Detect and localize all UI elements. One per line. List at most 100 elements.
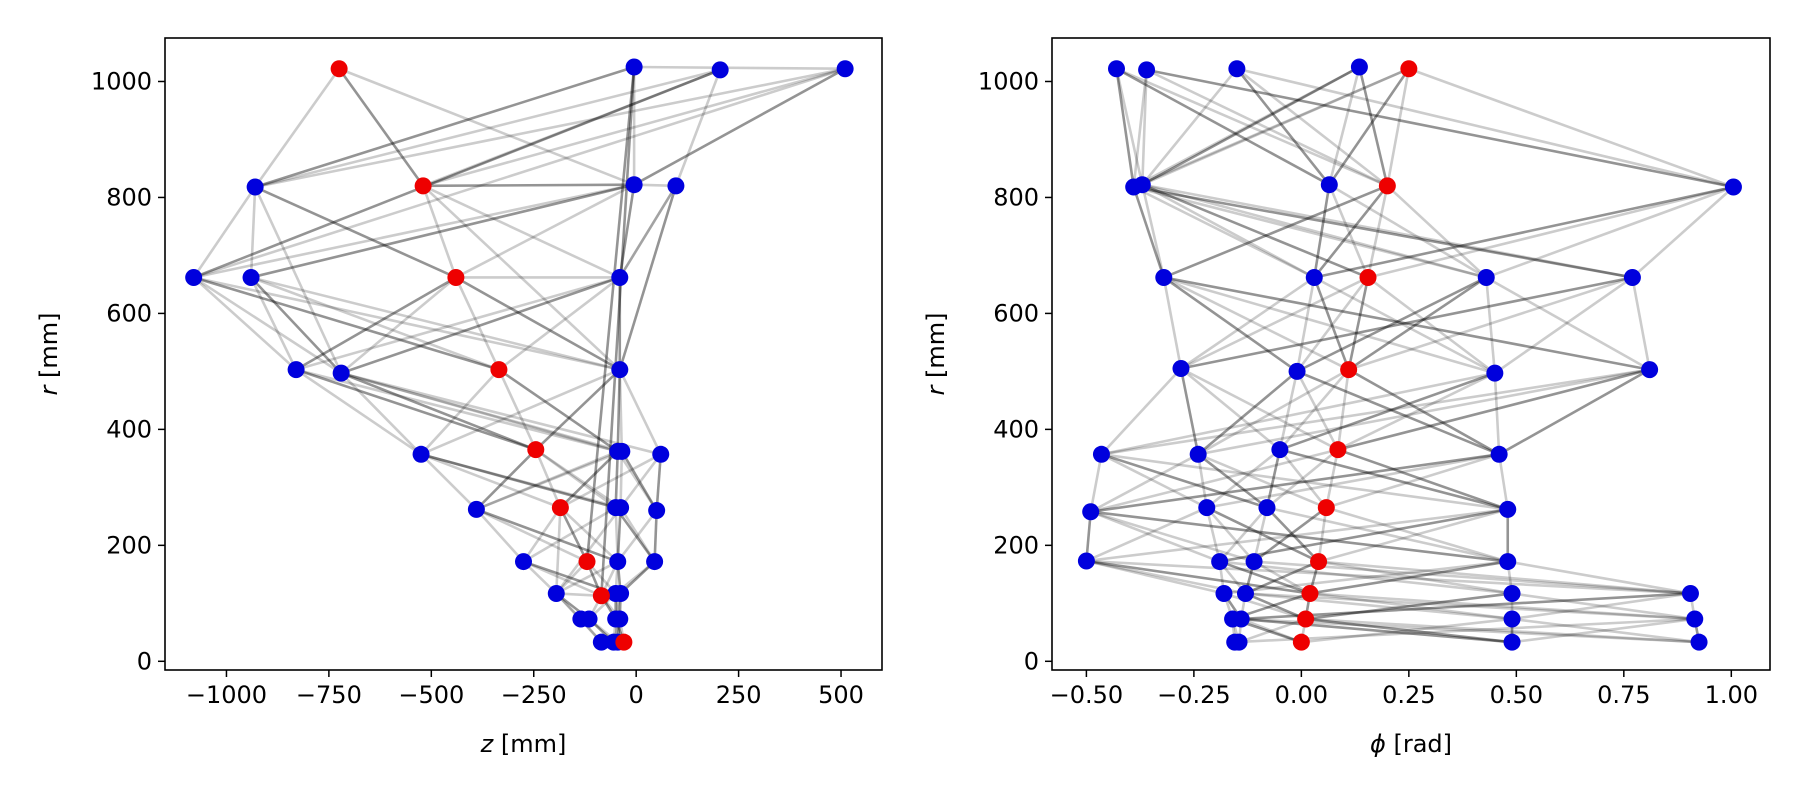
right-blue-point	[1198, 499, 1216, 517]
left-edge	[618, 184, 636, 278]
right-blue-point	[1092, 445, 1110, 463]
right-edge	[1325, 453, 1500, 509]
left-edge	[250, 276, 343, 375]
right-edge	[1086, 559, 1311, 595]
right-edge	[1100, 453, 1208, 509]
right-edge	[1337, 371, 1496, 451]
right-edge	[1295, 370, 1340, 451]
right-edge	[1162, 277, 1183, 369]
right-y-tick-label: 200	[993, 531, 1039, 559]
right-edge	[1241, 617, 1700, 644]
right-edge	[1163, 184, 1388, 279]
right-edge	[1253, 560, 1311, 595]
left-edge	[250, 276, 500, 371]
right-edge	[1312, 184, 1331, 278]
left-blue-point	[836, 60, 854, 78]
right-edge	[1386, 184, 1488, 279]
right-edge	[1279, 371, 1496, 451]
right-edge	[1133, 65, 1361, 189]
right-blue-point	[1236, 584, 1254, 602]
left-edge	[475, 508, 588, 563]
left-edge	[618, 369, 624, 452]
right-blue-point	[1138, 61, 1156, 79]
right-edge	[1252, 507, 1269, 562]
right-edge	[1146, 68, 1734, 189]
left-blue-point	[667, 177, 685, 195]
left-y-tick-label: 1000	[91, 67, 152, 95]
right-edge	[1141, 67, 1238, 186]
right-blue-point	[1107, 60, 1125, 78]
right-edge	[1180, 276, 1633, 370]
right-edge	[1484, 277, 1497, 374]
left-edge	[616, 507, 622, 562]
right-edge	[1133, 67, 1410, 189]
right-blue-point	[1503, 633, 1521, 651]
right-blue-point	[1271, 441, 1289, 459]
right-y-tick-label: 800	[993, 183, 1039, 211]
left-blue-point	[515, 553, 532, 571]
right-edge	[1279, 448, 1509, 511]
right-edge	[1101, 368, 1650, 456]
left-blue-point	[547, 584, 565, 602]
left-y-tick-label: 600	[106, 299, 152, 327]
right-edge	[1348, 276, 1633, 371]
left-edge	[193, 67, 846, 279]
left-edge	[253, 186, 343, 374]
right-edge	[1328, 67, 1410, 186]
left-edge	[455, 183, 635, 279]
right-edge	[1328, 66, 1361, 186]
right-edge	[1142, 183, 1633, 279]
right-edge	[1115, 68, 1144, 185]
left-edge	[475, 448, 537, 511]
right-edge	[1090, 453, 1500, 513]
left-x-tick-label: −500	[398, 681, 464, 709]
right-x-axis-label: ϕ [rad]	[1370, 730, 1452, 758]
left-y-tick-label: 0	[137, 647, 152, 675]
left-plot-layer	[185, 58, 854, 651]
right-edge	[1386, 68, 1411, 187]
right-x-axis-var: ϕ	[1370, 730, 1386, 758]
right-edge	[1163, 276, 1298, 373]
left-blue-point	[648, 502, 666, 520]
left-edge	[420, 453, 561, 509]
left-blue-point	[625, 176, 643, 194]
right-blue-point	[1490, 445, 1508, 463]
right-edge	[1086, 559, 1691, 595]
right-y-axis-unit: [mm]	[922, 313, 950, 378]
right-edge	[1163, 276, 1650, 371]
right-edge	[1085, 506, 1208, 563]
left-edge	[475, 450, 619, 511]
left-edge	[475, 508, 619, 563]
right-y-axis-label: r [mm]	[922, 313, 950, 396]
left-edge	[192, 276, 297, 371]
right-edge	[1511, 592, 1695, 621]
right-edge	[1089, 454, 1103, 512]
right-edge	[1313, 185, 1389, 279]
right-edge	[1133, 185, 1315, 279]
right-edge	[1086, 559, 1225, 595]
right-edge	[1234, 617, 1695, 644]
left-edge	[423, 183, 635, 188]
left-red-point	[490, 361, 508, 379]
right-edge	[1115, 68, 1135, 188]
right-x-tick-label: 0.75	[1597, 681, 1650, 709]
left-edge	[338, 67, 635, 186]
left-red-point	[447, 268, 465, 286]
right-edge	[1101, 371, 1496, 456]
right-edge	[1367, 185, 1734, 279]
right-x-tick-label: 0.25	[1382, 681, 1435, 709]
left-edge	[619, 453, 662, 509]
right-blue-point	[1228, 60, 1246, 78]
right-blue-point	[1155, 268, 1173, 286]
right-blue-point	[1486, 364, 1504, 382]
left-edge	[620, 450, 658, 512]
right-edge	[1090, 510, 1221, 563]
right-edge	[1493, 373, 1501, 455]
left-edge	[616, 450, 658, 512]
left-x-axis-unit: [mm]	[501, 730, 566, 758]
right-edge	[1266, 448, 1339, 509]
right-edge	[1253, 560, 1691, 595]
right-edge	[1197, 453, 1268, 509]
